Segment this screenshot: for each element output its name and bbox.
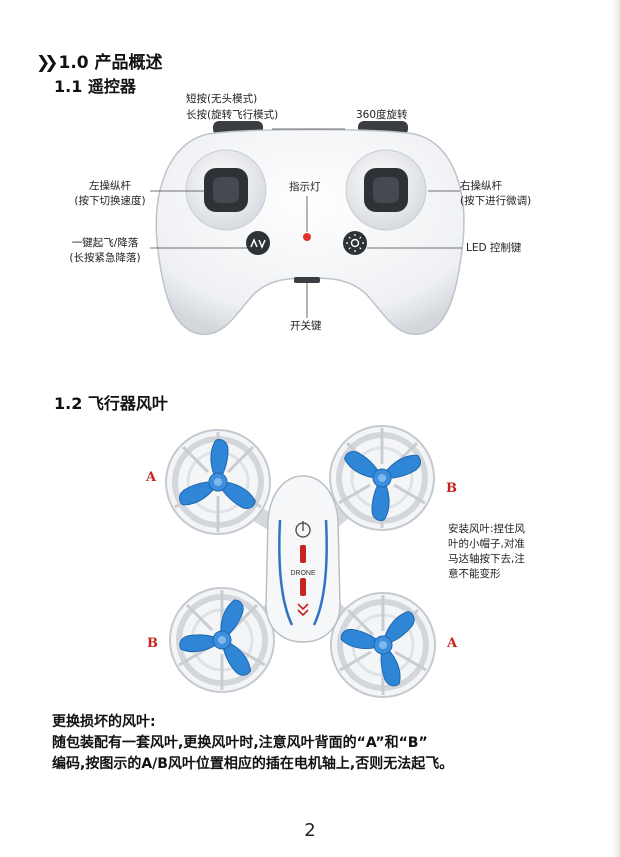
letter-top-left: A — [146, 470, 157, 485]
propeller-heading: 1.2 飞行器风叶 — [54, 394, 168, 413]
left-stick-label: 左操纵杆 (按下切换速度) — [60, 179, 160, 209]
drone-label: DRONE — [290, 570, 316, 577]
power-switch — [294, 277, 320, 283]
section-heading-text: 1.0 产品概述 — [58, 53, 163, 73]
install-note-line: 马达轴按下去,注 — [448, 553, 525, 565]
page-edge-shadow — [612, 0, 620, 857]
install-note: 安装风叶:捏住风 叶的小帽子,对准 马达轴按下去,注 意不能变形 — [448, 522, 525, 582]
install-note-line: 安装风叶:捏住风 — [448, 523, 526, 535]
double-chevron-icon: ❯❯ — [36, 53, 58, 73]
letter-bottom-left: B — [147, 636, 158, 651]
takeoff-arrows-icon — [250, 238, 266, 249]
long-press-label: 长按(旋转飞行模式) — [186, 109, 279, 121]
remote-heading: 1.1 遥控器 — [54, 77, 136, 96]
chevron-down-icon — [297, 603, 309, 617]
left-stick-title: 左操纵杆 — [89, 180, 131, 192]
right-stick-desc: (按下进行微调) — [460, 195, 532, 207]
replace-title: 更换损坏的风叶: — [52, 714, 156, 730]
indicator-label: 指示灯 — [289, 181, 321, 193]
propeller-bottom-right — [331, 586, 441, 697]
power-label: 开关键 — [290, 320, 322, 332]
led-key-label: LED 控制键 — [466, 242, 522, 254]
remote-controller-illustration — [150, 121, 465, 335]
indicator-led — [303, 233, 311, 241]
install-note-line: 叶的小帽子,对准 — [448, 538, 525, 550]
install-note-line: 意不能变形 — [448, 568, 501, 580]
takeoff-button — [246, 231, 270, 255]
rotate360-label: 360度旋转 — [356, 109, 408, 121]
short-press-label: 短按(无头模式) — [186, 93, 258, 105]
replace-line-1: 随包装配有一套风叶,更换风叶时,注意风叶背面的“A”和“B” — [52, 735, 428, 751]
replace-line-2: 编码,按图示的A/B风叶位置相应的插在电机轴上,否则无法起飞。 — [52, 756, 454, 772]
takeoff-label: 一键起飞/降落 (长按紧急降落) — [50, 236, 160, 266]
right-stick-label: 右操纵杆 (按下进行微调) — [460, 179, 531, 209]
propeller-top-left — [166, 430, 270, 534]
propeller-bottom-left — [170, 586, 274, 692]
takeoff-title: 一键起飞/降落 — [71, 237, 139, 249]
callout-lines — [150, 128, 462, 318]
page-number: 2 — [304, 820, 316, 841]
section-heading: ❯❯1.0 产品概述 — [36, 48, 163, 73]
takeoff-desc: (长按紧急降落) — [69, 252, 141, 264]
letter-bottom-right: A — [447, 636, 458, 651]
left-stick-desc: (按下切换速度) — [74, 195, 146, 207]
propeller-top-right — [330, 421, 439, 530]
letter-top-right: B — [446, 481, 457, 496]
right-stick-title: 右操纵杆 — [460, 180, 502, 192]
drone-illustration: DRONE — [0, 0, 620, 720]
bulb-icon — [350, 238, 360, 248]
